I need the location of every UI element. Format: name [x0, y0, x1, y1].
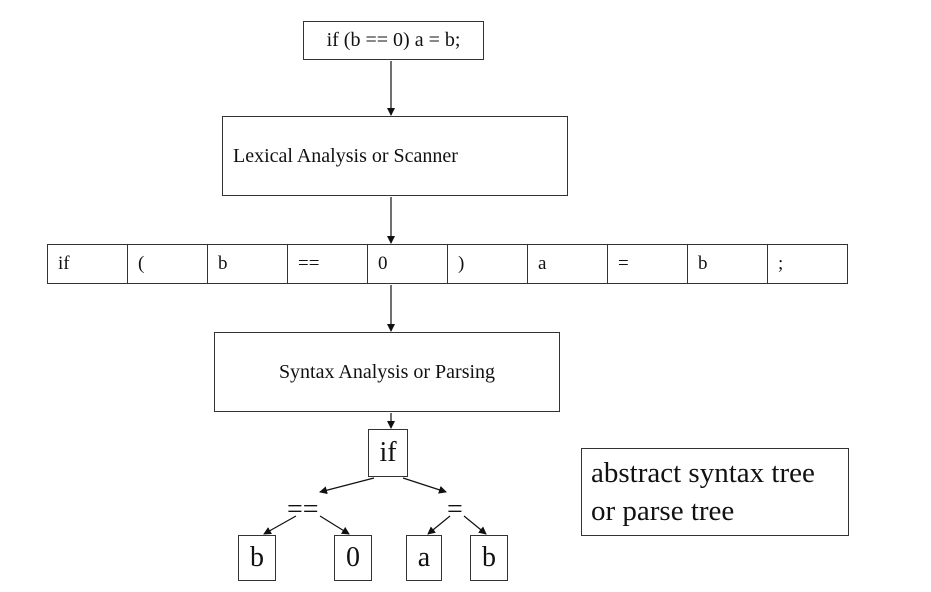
tree-op-equality: ==: [287, 494, 319, 525]
token-cell: 0: [367, 244, 448, 284]
token-cell: if: [47, 244, 128, 284]
edge-if-to-eqeq: [319, 477, 375, 495]
token-cell: a: [527, 244, 608, 284]
token-cell: ): [447, 244, 528, 284]
legend-line-2: or parse tree: [591, 495, 735, 527]
token-cell: ==: [287, 244, 368, 284]
edge-if-to-eq: [402, 477, 447, 494]
tree-leaf-label: a: [417, 542, 431, 573]
edge-eq-to-a: [427, 515, 451, 535]
token-cell: b: [687, 244, 768, 284]
tree-root-label: if: [379, 437, 397, 468]
source-code-text: if (b == 0) a = b;: [326, 29, 461, 51]
tree-legend-box: abstract syntax tree or parse tree: [581, 448, 849, 536]
tree-leaf-label: b: [482, 542, 496, 573]
lexical-analysis-label: Lexical Analysis or Scanner: [233, 144, 458, 167]
source-code-box: if (b == 0) a = b;: [303, 21, 484, 60]
tree-op-assign: =: [447, 494, 463, 525]
tree-leaf-node: 0: [334, 535, 372, 581]
token-cell: (: [127, 244, 208, 284]
syntax-analysis-box: Syntax Analysis or Parsing: [214, 332, 560, 412]
tree-leaf-node: b: [470, 535, 508, 581]
token-cell: ;: [767, 244, 848, 284]
syntax-analysis-label: Syntax Analysis or Parsing: [278, 360, 496, 383]
token-stream: if ( b == 0 ) a = b ;: [47, 244, 848, 284]
token-cell: b: [207, 244, 288, 284]
edge-eqeq-to-0: [319, 515, 350, 535]
edge-eqeq-to-b: [263, 515, 297, 535]
edge-eq-to-b: [463, 515, 487, 535]
tree-root-node: if: [368, 429, 408, 477]
lexical-analysis-box: Lexical Analysis or Scanner: [222, 116, 568, 196]
legend-line-1: abstract syntax tree: [591, 457, 815, 489]
tree-leaf-node: b: [238, 535, 276, 581]
tree-leaf-label: 0: [346, 542, 360, 573]
tree-leaf-label: b: [250, 542, 264, 573]
tree-leaf-node: a: [406, 535, 442, 581]
token-cell: =: [607, 244, 688, 284]
